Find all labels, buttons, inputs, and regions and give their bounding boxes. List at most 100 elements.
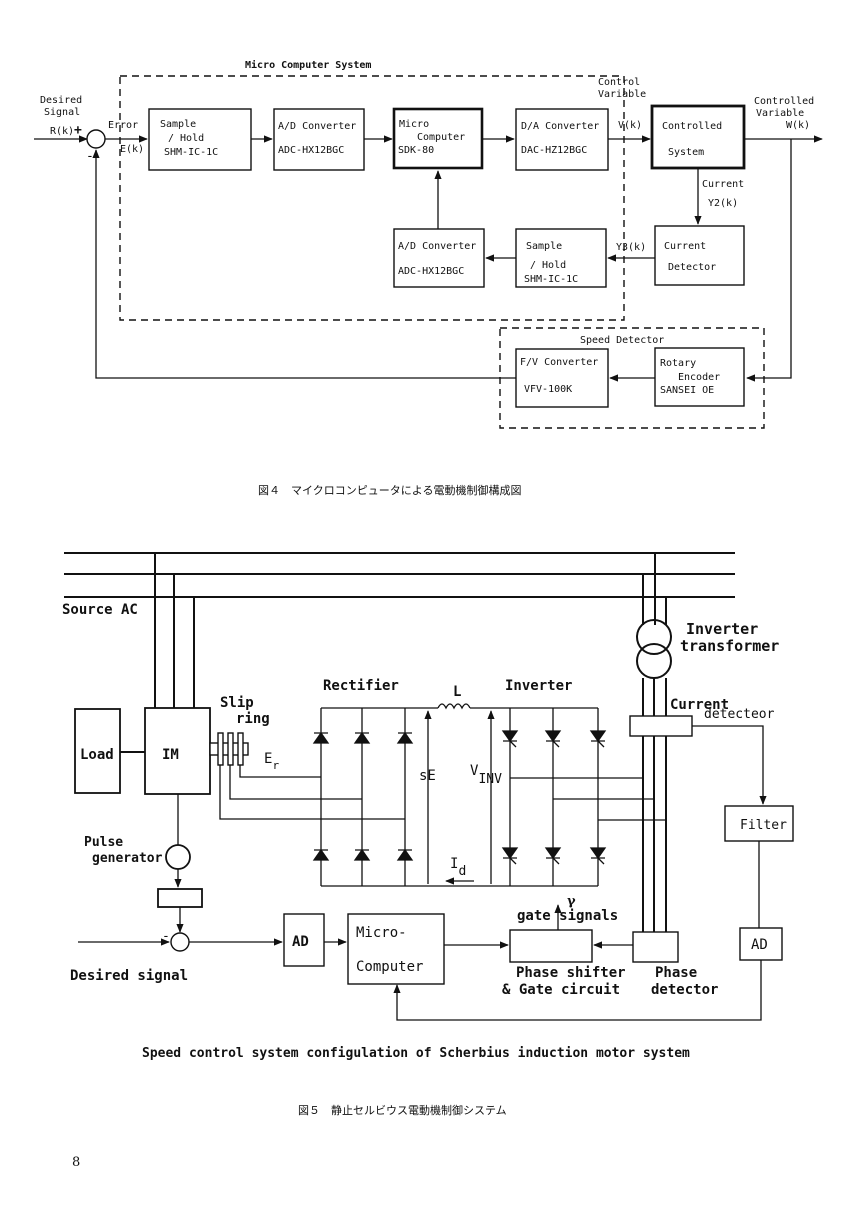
fv-line2: VFV-100K — [524, 384, 572, 395]
micro-line1: Micro — [399, 119, 429, 130]
pulse-generator-circle — [165, 844, 191, 870]
slip-ring-3 — [237, 732, 244, 766]
inverter-thyristors — [501, 730, 607, 865]
er-label: Er — [264, 751, 279, 772]
figure-5-caption: 図５ 静止セルビウス電動機制御システム — [298, 1103, 507, 1117]
inverter-transformer-label-1: Inverter — [686, 620, 758, 638]
ad-right-label: AD — [751, 937, 768, 953]
figure-5-circuit: Source AC Inverter transformer Current d… — [62, 552, 794, 1117]
rectifier-diodes — [312, 731, 414, 861]
sample-hold-block-1 — [148, 108, 252, 171]
vinv-sub: INV — [478, 772, 502, 787]
rotary-encoder-block — [654, 347, 745, 407]
id-main: I — [450, 856, 458, 872]
current-label: Current — [702, 179, 744, 190]
inductor-l — [437, 703, 471, 710]
se-label: sE — [419, 768, 436, 784]
transformer-coil-2 — [636, 643, 672, 679]
sample-hold-1-line2: / Hold — [168, 133, 204, 144]
rectifier-label: Rectifier — [323, 678, 399, 694]
ad-left-label: AD — [292, 934, 309, 950]
er-sub: r — [272, 759, 279, 772]
vinv-label: VINV — [470, 763, 502, 787]
speed-conversion-block — [157, 888, 203, 908]
filter-block — [724, 805, 794, 842]
rotor-wire-3 — [239, 765, 321, 778]
gate-signals-label: gate signals — [517, 908, 618, 924]
current-label: Current — [670, 697, 729, 713]
controlled-variable-label-2: Variable — [756, 108, 804, 119]
desired-signal-label-1: Desired — [40, 95, 82, 106]
micro-computer-block-5 — [347, 913, 445, 985]
phase-shifter-label-1: Phase shifter — [516, 965, 626, 981]
phase-shifter-label-2: & Gate circuit — [502, 982, 620, 998]
controlled-variable-label-1: Controlled — [754, 96, 814, 107]
figure-4-caption: 図４ マイクロコンピュータによる電動機制御構成図 — [258, 483, 521, 497]
desired-signal-label: Desired signal — [70, 968, 188, 984]
da-converter-block — [515, 108, 609, 171]
inverter-label: Inverter — [505, 678, 572, 694]
rect-diode-6 — [396, 848, 414, 861]
rotor-wire-1 — [219, 765, 405, 820]
ad-2-line1: A/D Converter — [398, 241, 476, 252]
controlled-system-line2: System — [668, 147, 704, 158]
rotary-line3: SANSEI OE — [660, 385, 714, 396]
speed-feedback-line — [746, 139, 792, 382]
control-variable-label-1: Control — [598, 77, 640, 88]
rotary-line1: Rotary — [660, 358, 696, 369]
ring-label: ring — [236, 711, 270, 727]
w-k-label: W(k) — [786, 120, 810, 131]
transformer-coil-1 — [636, 619, 672, 655]
figure-4-block-diagram: Micro Computer System Speed Detector Des… — [34, 59, 823, 497]
current-detector-block — [654, 225, 745, 286]
inv-thyristor-1 — [501, 730, 519, 748]
inv-thyristor-2 — [544, 730, 562, 748]
current-to-filter — [692, 725, 767, 805]
filter-label: Filter — [740, 818, 787, 833]
r-k-label: R(k) — [50, 126, 74, 137]
controlled-system-block — [650, 104, 746, 170]
feedback-to-junction — [92, 149, 516, 379]
da-line2: DAC-HZ12BGC — [521, 145, 587, 156]
desired-signal-label-2: Signal — [44, 107, 80, 118]
im-label: IM — [162, 747, 179, 763]
id-sub: d — [458, 864, 466, 879]
speed-detector-label: Speed Detector — [580, 335, 664, 346]
inv-thyristor-6 — [589, 847, 607, 865]
detecteor-label: detecteor — [704, 707, 775, 722]
load-block — [74, 708, 121, 794]
sample-hold-block-2 — [515, 228, 607, 288]
sample-hold-2-line3: SHM-IC-1C — [524, 274, 578, 285]
da-line1: D/A Converter — [521, 121, 599, 132]
micro-line3: SDK-80 — [398, 145, 434, 156]
micro-computer-system-label: Micro Computer System — [245, 59, 371, 71]
load-label: Load — [80, 747, 114, 763]
inv-thyristor-4 — [501, 847, 519, 865]
ad-converter-block-2 — [393, 228, 485, 288]
slip-label: Slip — [220, 695, 254, 711]
ad-converter-block-1 — [273, 108, 365, 171]
micro-label-2: Computer — [356, 959, 423, 975]
micro-label-1: Micro- — [356, 925, 407, 941]
vinv-main: V — [470, 763, 479, 779]
summing-junction-1 — [86, 129, 106, 149]
controlled-system-line1: Controlled — [662, 121, 722, 132]
ad-1-line1: A/D Converter — [278, 121, 356, 132]
current-detector-line2: Detector — [668, 262, 716, 273]
micro-computer-system-boundary — [119, 75, 625, 321]
rect-diode-4 — [312, 848, 330, 861]
rotor-wire-2 — [229, 765, 362, 800]
e-k-label: E(k) — [120, 144, 144, 155]
gamma-label: γ — [567, 894, 576, 909]
l-label: L — [453, 684, 461, 700]
micro-line2: Computer — [417, 132, 465, 143]
inv-thyristor-5 — [544, 847, 562, 865]
er-main: E — [264, 751, 272, 767]
phase-detector-label-1: Phase — [655, 965, 697, 981]
sample-hold-1-line1: Sample — [160, 119, 196, 130]
slip-ring-1 — [217, 732, 224, 766]
phase-shifter-block — [509, 929, 593, 963]
inverter-transformer-label-2: transformer — [680, 637, 779, 655]
